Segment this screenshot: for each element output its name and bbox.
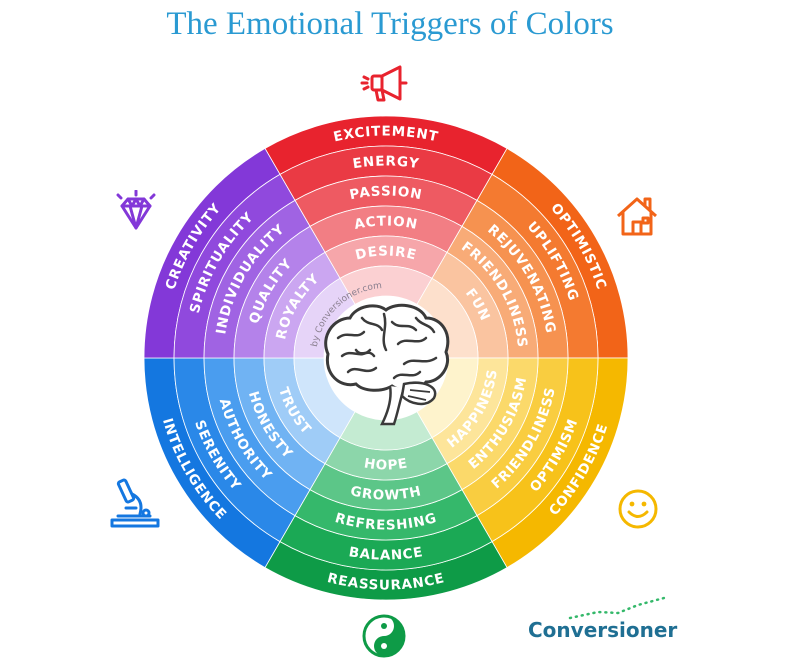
house-icon [616,197,658,236]
segment-purple: CREATIVITYSPIRITUALITYINDIVIDUALITYQUALI… [143,147,356,359]
yin-yang-icon [362,614,406,658]
label-hope: HOPE [363,455,409,473]
label-excitement: EXCITEMENT [332,123,440,145]
brand-logo: Conversioner [528,596,678,642]
growth-chart-icon [568,596,666,620]
microscope-icon [110,478,160,528]
label-reassurance: REASSURANCE [326,570,447,593]
segment-orange: OPTIMISTICUPLIFTINGREJUVENATINGFRIENDLIN… [416,147,629,359]
smiley-icon [618,489,658,529]
segment-blue: INTELLIGENCESERENITYAUTHORITYHONESTYTRUS… [143,357,356,569]
label-energy: ENERGY [352,153,421,172]
label-action: ACTION [353,213,419,233]
label-passion: PASSION [348,183,423,203]
brand-name: Conversioner [528,618,678,642]
megaphone-icon [360,65,408,102]
segment-red: EXCITEMENT ENERGY PASSION ACTION DESIRE [264,115,508,305]
page-title: The Emotional Triggers of Colors [166,6,614,42]
label-desire: DESIRE [354,243,419,263]
segment-green: REASSURANCE BALANCE REFRESHING GROWTH HOPE [264,411,508,601]
label-balance: BALANCE [348,544,425,563]
brain-icon [324,303,450,426]
diamond-icon [116,190,156,230]
label-growth: GROWTH [349,483,423,504]
label-refreshing: REFRESHING [333,510,439,534]
segment-yellow: CONFIDENCEOPTIMISMFRIENDLINESSENTHUSIASM… [416,357,629,569]
